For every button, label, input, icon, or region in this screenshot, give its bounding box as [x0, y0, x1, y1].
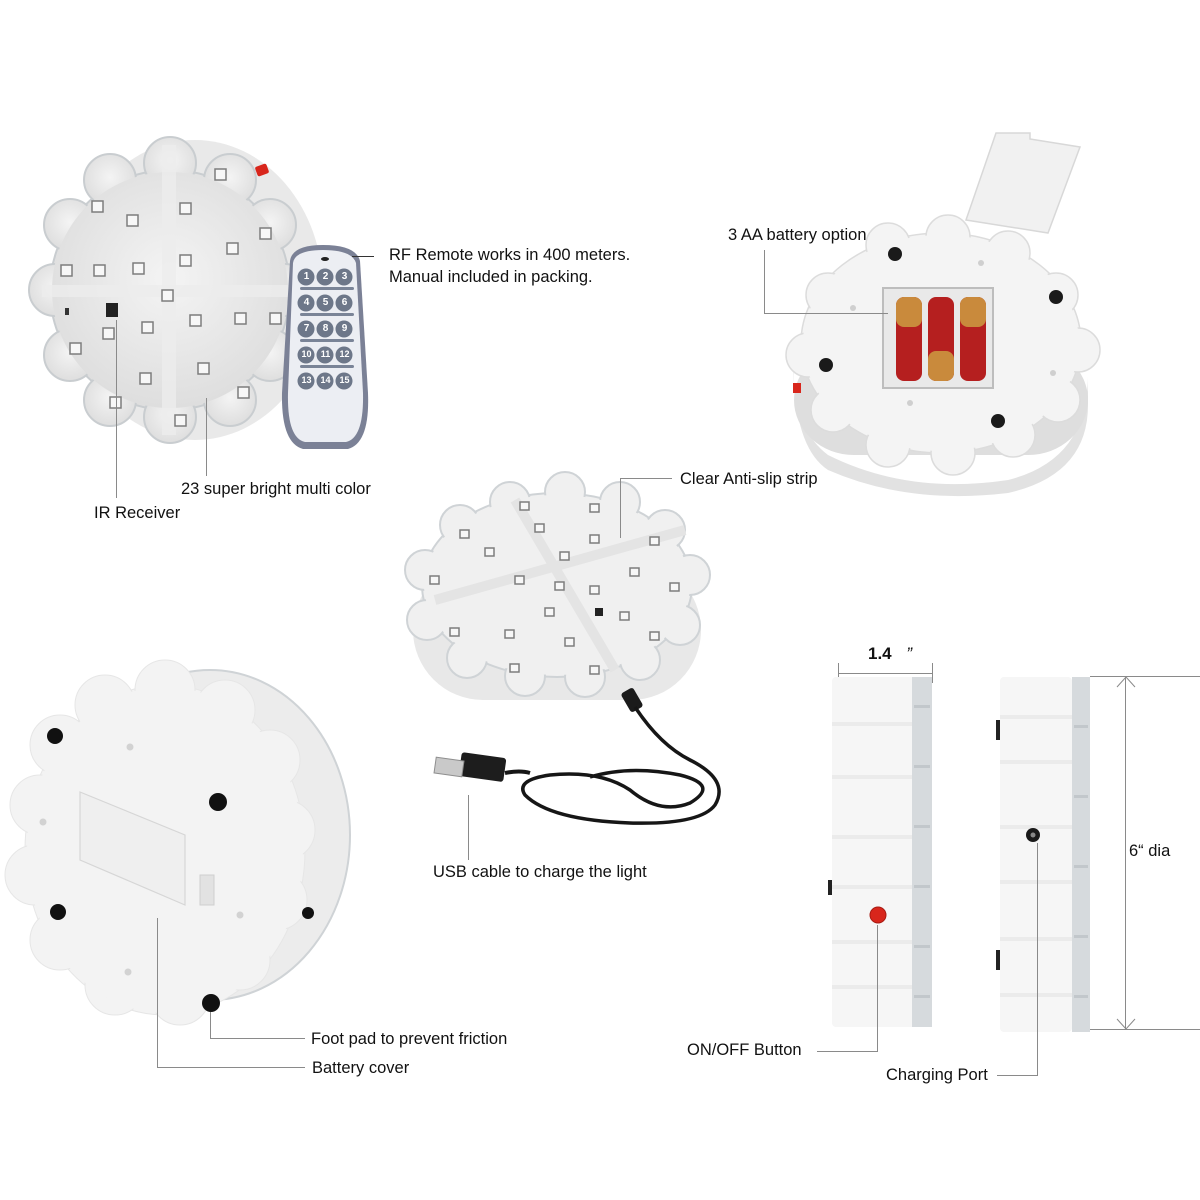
dimension-line-thickness [838, 673, 932, 674]
charging-port-label: Charging Port [886, 1066, 988, 1084]
callout-line [352, 256, 374, 257]
remote-button-labels: 1 2 3 4 5 6 7 8 9 10 11 12 13 14 15 [278, 243, 373, 453]
remote-button: 4 [303, 297, 310, 308]
callout-line [1037, 843, 1038, 1076]
led-count-label: 23 super bright multi color [181, 480, 371, 498]
dimension-tick [838, 663, 839, 683]
ir-receiver-icon [106, 303, 118, 317]
callout-line [877, 925, 878, 1052]
dimension-tick [932, 663, 933, 683]
usb-cable-icon [433, 688, 721, 825]
back-shell-icon [4, 659, 351, 1026]
thickness-number: 1.4 [868, 644, 892, 663]
top-led-panel-icon [404, 471, 711, 700]
callout-line [116, 320, 117, 498]
callout-line [764, 250, 765, 314]
remote-button: 5 [322, 297, 329, 308]
callout-line [817, 1051, 878, 1052]
anti-slip-label: Clear Anti-slip strip [680, 470, 818, 488]
callout-line [468, 795, 469, 860]
remote-button: 13 [301, 375, 312, 385]
callout-line [620, 478, 621, 538]
side-profile-right-icon [996, 677, 1090, 1032]
battery-option-label: 3 AA battery option [728, 226, 867, 244]
rf-remote-label: RF Remote works in 400 meters. [389, 246, 631, 264]
remote-button: 8 [322, 323, 329, 334]
remote-button: 14 [320, 375, 331, 385]
back-view: Foot pad to prevent friction Battery cov… [0, 640, 560, 1100]
remote-control-icon [281, 245, 369, 449]
arrow-down-icon [1116, 1018, 1136, 1030]
arrow-up-icon [1116, 676, 1136, 688]
foot-pad-label: Foot pad to prevent friction [311, 1030, 508, 1048]
manual-label: Manual included in packing. [389, 268, 593, 286]
remote-button: 10 [301, 349, 312, 359]
battery-compartment-view: 3 AA battery option [700, 0, 1200, 500]
power-button-icon [869, 906, 887, 924]
callout-line [206, 398, 207, 476]
thickness-value: 1.4 ” [868, 644, 912, 664]
callout-line [764, 313, 888, 314]
on-off-label: ON/OFF Button [687, 1041, 802, 1059]
battery-cover-label: Battery cover [312, 1059, 410, 1077]
callout-line [620, 478, 672, 479]
dimension-tick [1090, 676, 1200, 677]
battery-cover-lid-icon [964, 132, 1082, 234]
battery-cover-icon [79, 791, 186, 906]
callout-line [997, 1075, 1038, 1076]
remote-button: 15 [339, 375, 350, 385]
foot-pad-icon [888, 247, 902, 261]
side-profile-left-icon [828, 677, 932, 1027]
remote-button: 9 [341, 323, 348, 334]
side-views-with-dimensions: 1.4 ” 6“ dia [670, 630, 1200, 1100]
top-view-with-usb: Clear Anti-slip strip USB cable to charg… [400, 460, 840, 890]
dimension-tick [1090, 1029, 1200, 1030]
remote-button: 11 [320, 349, 331, 359]
callout-line [210, 1038, 305, 1039]
remote-button: 2 [322, 271, 329, 282]
callout-line [157, 918, 158, 1068]
battery-compartment-icon [785, 214, 1101, 497]
usb-cable-label: USB cable to charge the light [433, 863, 647, 881]
thickness-unit: ” [906, 644, 913, 663]
diameter-label: 6“ dia [1129, 842, 1171, 860]
remote-button: 12 [339, 349, 350, 359]
callout-line [210, 1012, 211, 1039]
ir-receiver-label: IR Receiver [94, 504, 181, 522]
dimension-line-diameter [1125, 676, 1126, 1030]
callout-line [157, 1067, 305, 1068]
front-view-with-remote: 1 2 3 4 5 6 7 8 9 10 11 12 13 14 15 RF R… [0, 0, 700, 540]
led-panel-icon [28, 136, 323, 444]
remote-button: 3 [341, 271, 348, 282]
remote-button: 6 [341, 297, 348, 308]
remote-button: 7 [303, 323, 310, 334]
remote-button: 1 [303, 271, 310, 282]
